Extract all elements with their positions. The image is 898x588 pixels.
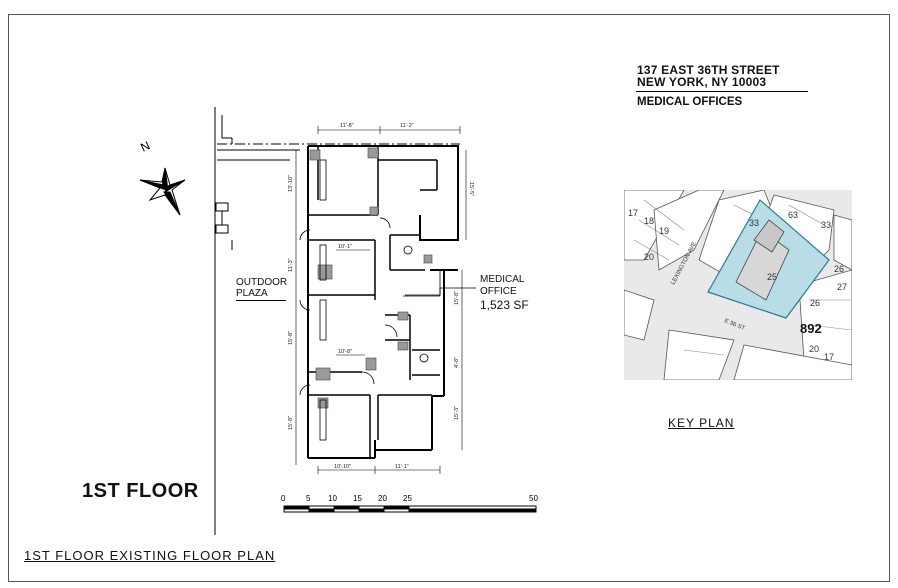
outdoor-label-2: PLAZA [236, 288, 268, 299]
floor-label: 1ST FLOOR [82, 480, 199, 502]
scale-tick-10: 10 [328, 494, 337, 503]
lot-19: 19 [659, 226, 669, 236]
dim-right-3: 4'-8" [454, 357, 460, 368]
scale-tick-15: 15 [353, 494, 362, 503]
lot-33b: 33 [821, 220, 831, 230]
outdoor-underline [236, 300, 286, 301]
medical-label-1: MEDICAL [480, 274, 525, 285]
dim-left-4: 15'-8" [288, 416, 294, 430]
scale-tick-20: 20 [378, 494, 387, 503]
lot-18: 18 [644, 216, 654, 226]
dim-left-1: 13'-10" [288, 175, 294, 192]
scale-tick-50: 50 [529, 494, 538, 503]
dim-room-2: 10'-8" [338, 349, 352, 355]
dim-top-right: 11'-2" [400, 123, 414, 129]
lot-26: 26 [810, 298, 820, 308]
dim-right-2: 15'-8" [454, 291, 460, 305]
address-use: MEDICAL OFFICES [637, 96, 743, 108]
medical-area: 1,523 SF [480, 298, 529, 312]
dim-room-1: 10'-1" [338, 244, 352, 250]
lot-20: 20 [644, 252, 654, 262]
lot-63: 63 [788, 210, 798, 220]
lot-20b: 20 [809, 344, 819, 354]
address-divider [636, 91, 808, 92]
dim-top-left: 11'-8" [340, 123, 354, 129]
lot-17: 17 [628, 208, 638, 218]
lot-26b: 26 [834, 264, 844, 274]
dim-bottom-left: 10'-10" [334, 464, 351, 470]
dim-right-4: 15'-3" [454, 406, 460, 420]
sheet-border [8, 14, 890, 582]
north-arrow-icon [139, 167, 186, 216]
address-line-1: 137 EAST 36TH STREET [637, 63, 780, 77]
lot-33: 33 [749, 218, 759, 228]
sheet-title: 1ST FLOOR EXISTING FLOOR PLAN [24, 548, 276, 563]
scale-tick-25: 25 [403, 494, 412, 503]
subject-building [735, 229, 790, 301]
dim-right-1: 15'-5" [468, 182, 474, 196]
medical-label-2: OFFICE [480, 286, 517, 297]
lot-25: 25 [767, 272, 777, 282]
outdoor-label-1: OUTDOOR [236, 277, 288, 288]
lot-17b: 17 [824, 352, 834, 362]
block-number: 892 [800, 321, 822, 336]
north-label: N [138, 138, 152, 154]
dim-left-2: 11'-3" [288, 258, 294, 272]
dim-left-3: 15'-8" [288, 331, 294, 345]
lot-27: 27 [837, 282, 847, 292]
key-plan-label: KEY PLAN [668, 416, 735, 430]
scale-tick-5: 5 [306, 494, 311, 503]
address-line-2: NEW YORK, NY 10003 [637, 75, 767, 89]
scale-tick-0: 0 [281, 494, 286, 503]
key-plan-map: 17 18 19 20 63 25 26 27 20 17 26 33 33 8… [624, 190, 852, 380]
dim-bottom-right: 11'-1" [395, 464, 409, 470]
